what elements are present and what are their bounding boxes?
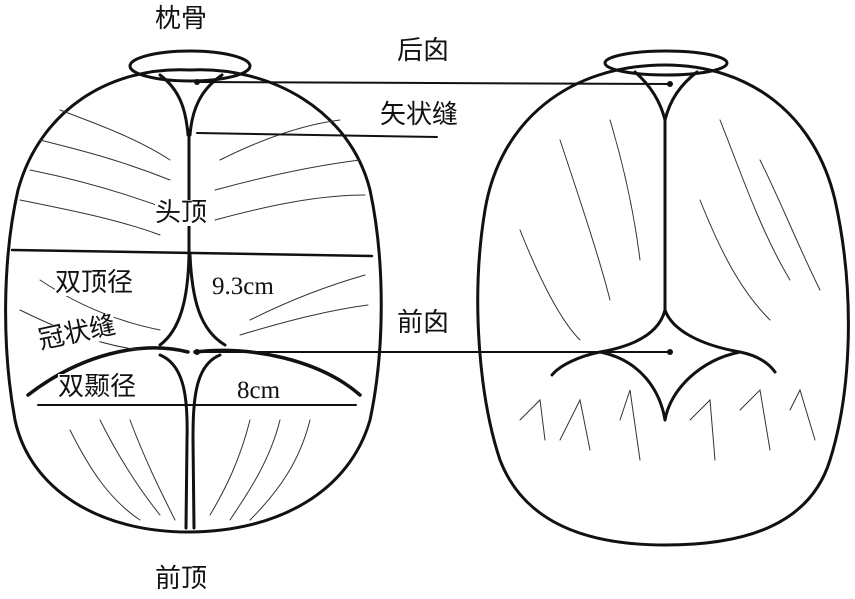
- left-coronal-suture: [26, 346, 362, 397]
- label-occipital-bone: 枕骨: [155, 4, 208, 34]
- posterior-fontanelle-leader: [196, 81, 671, 85]
- left-frontal-suture: [158, 353, 222, 530]
- left-lambdoid-suture: [158, 73, 224, 137]
- label-vertex: 头顶: [155, 198, 208, 228]
- label-bitemporal-value: 8cm: [237, 377, 281, 404]
- left-skull-outline: [4, 68, 383, 534]
- label-bitemporal-diameter: 双颞径: [58, 372, 137, 402]
- label-biparietal-diameter: 双顶径: [55, 268, 134, 298]
- right-occipital-bone: [603, 49, 729, 77]
- right-skull: [476, 49, 850, 547]
- label-sinciput: 前顶: [155, 564, 208, 594]
- right-sagittal-suture: [633, 70, 699, 312]
- sagittal-suture-leader: [196, 132, 438, 138]
- label-posterior-fontanelle: 后囟: [397, 36, 450, 66]
- left-skull: [4, 49, 383, 534]
- label-biparietal-value: 9.3cm: [212, 273, 274, 300]
- right-hatching: [519, 119, 821, 461]
- biparietal-line: [10, 248, 374, 258]
- left-occipital-bone: [128, 49, 252, 83]
- right-skull-outline: [476, 63, 850, 547]
- label-sagittal-suture: 矢状缝: [380, 100, 459, 130]
- left-hatching: [19, 109, 369, 521]
- right-anterior-fontanelle: [550, 308, 777, 422]
- left-sagittal-suture: [158, 128, 227, 347]
- label-anterior-fontanelle: 前囟: [397, 308, 450, 338]
